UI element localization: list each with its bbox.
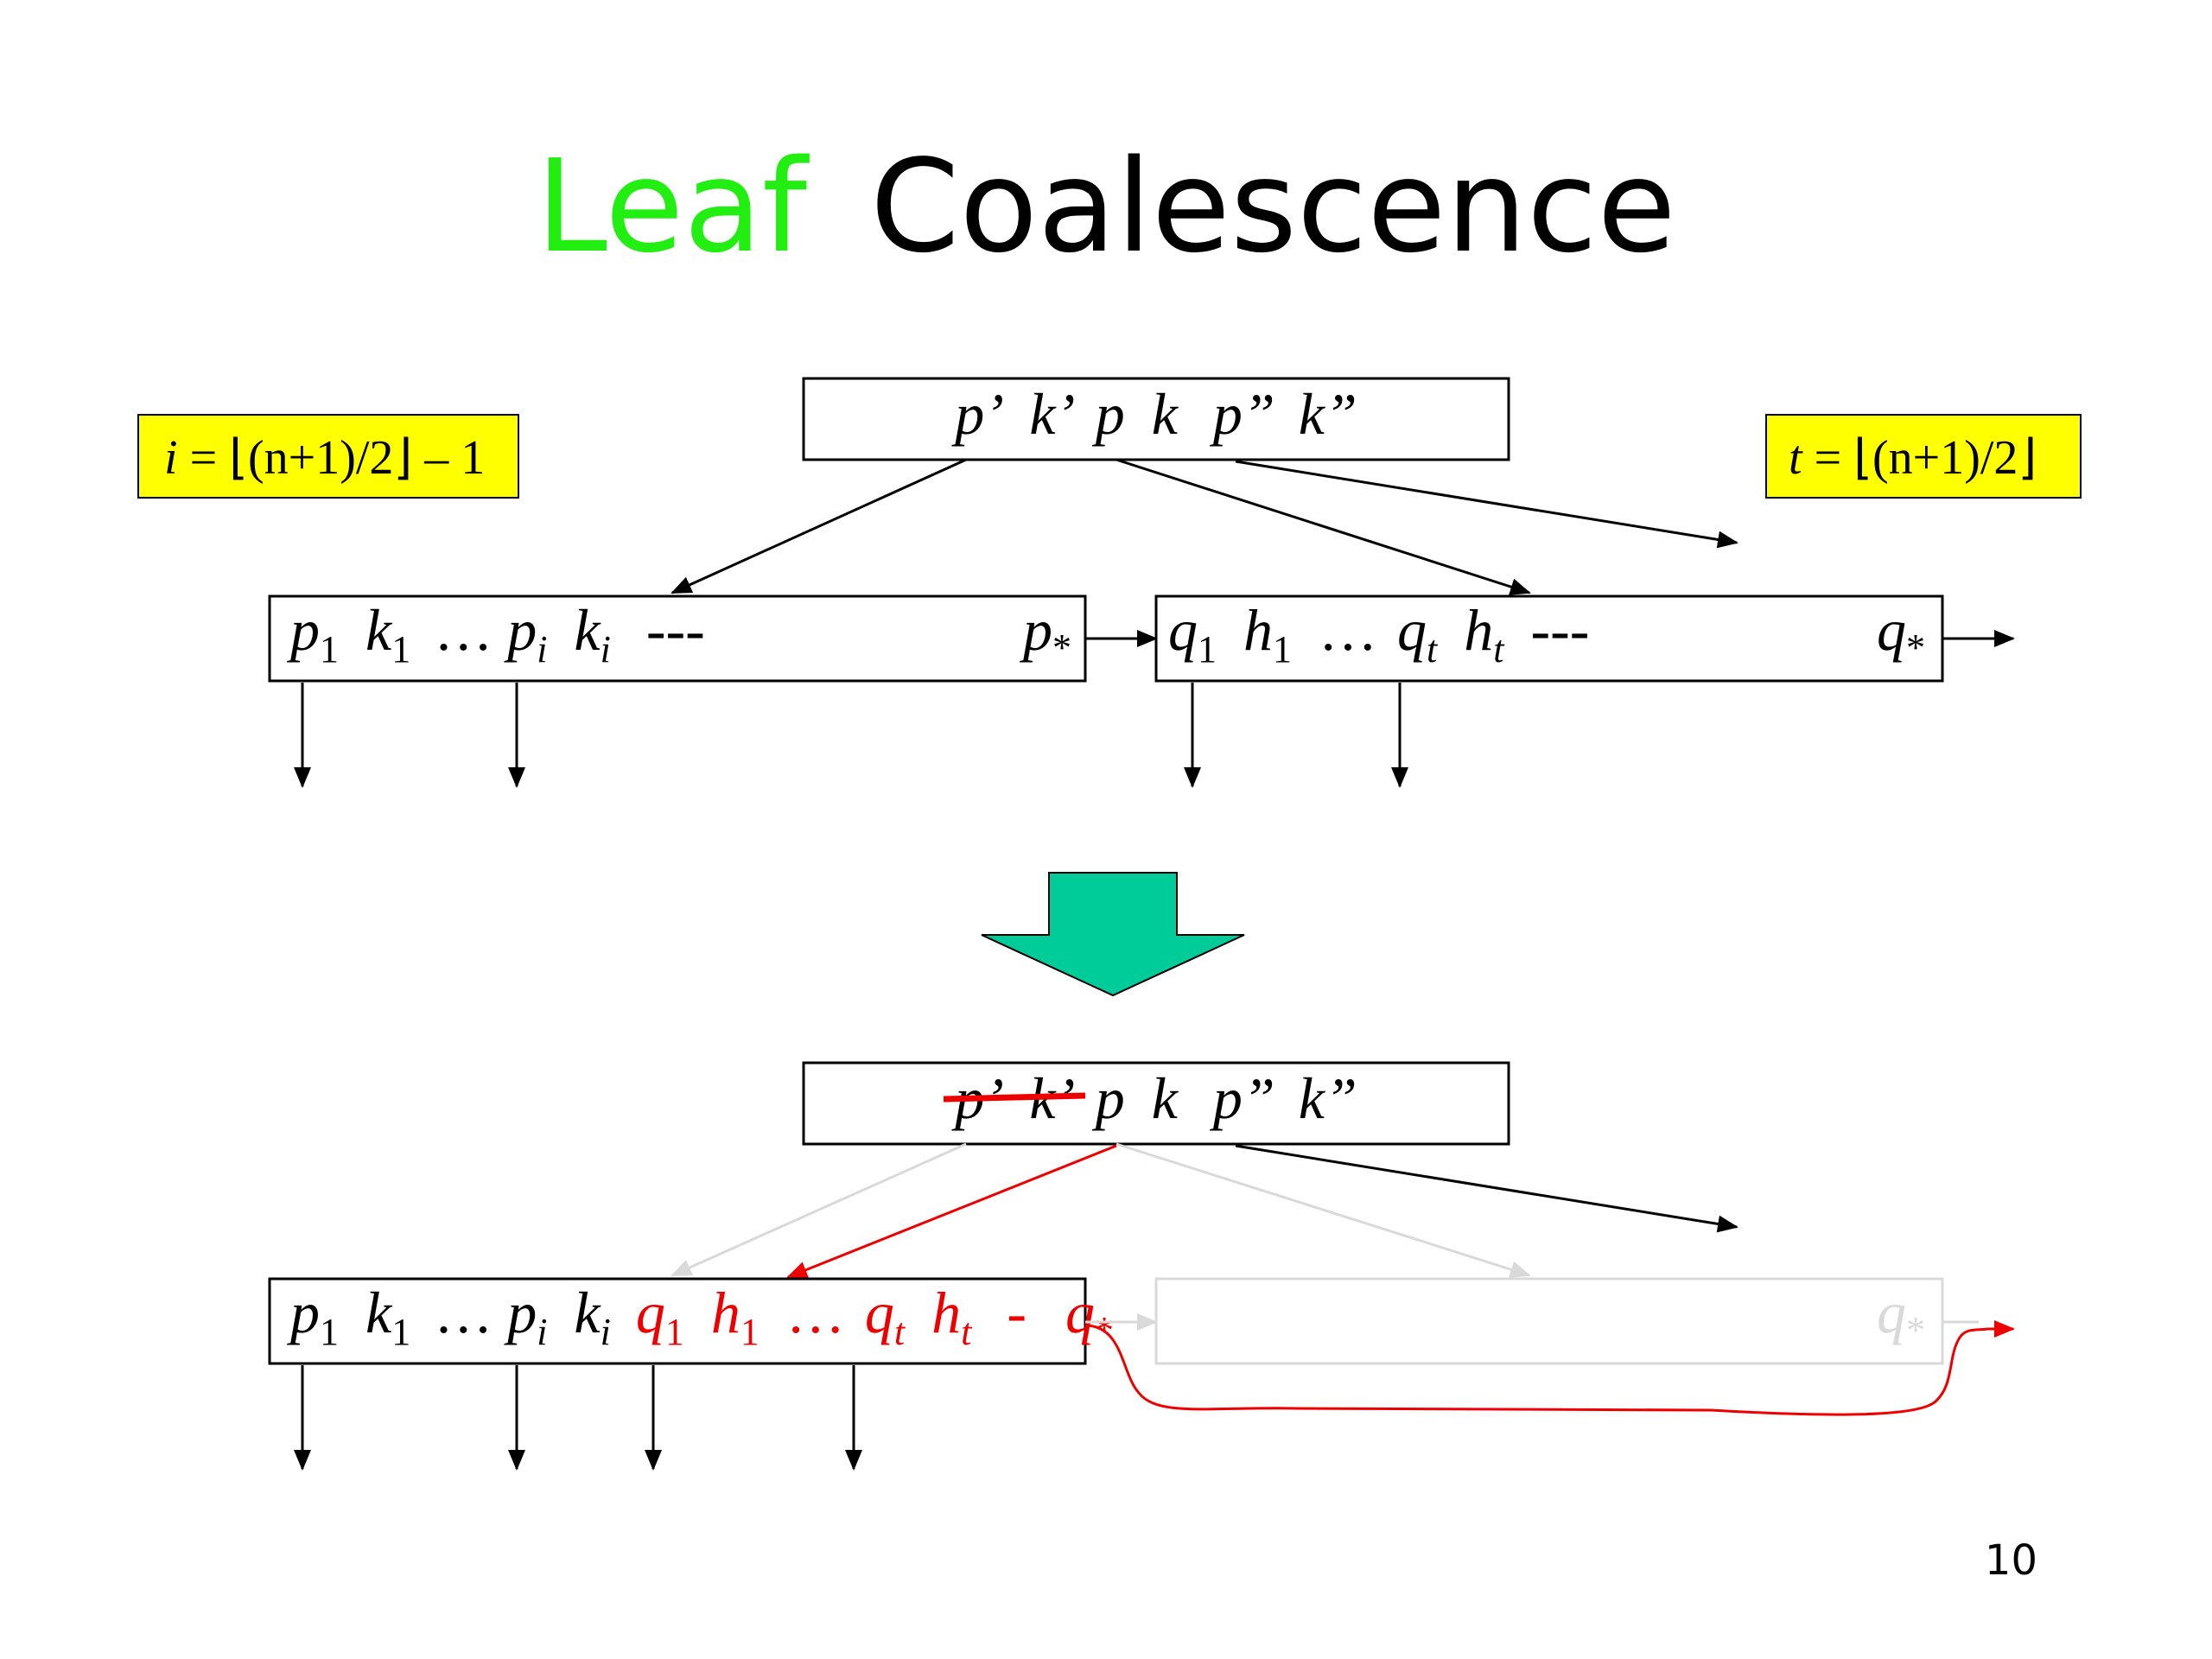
bm-k1: k bbox=[365, 1280, 393, 1345]
bottom-ghost-leaf bbox=[1154, 1277, 1944, 1365]
tr-qt-sub: t bbox=[1427, 628, 1439, 671]
tr-h1: h bbox=[1243, 597, 1273, 663]
formula-right-box: t = ⌊(n+1)/2⌋ bbox=[1765, 414, 2082, 499]
tr-qt: q bbox=[1397, 597, 1427, 663]
top-parent-p2: p” bbox=[1210, 381, 1275, 447]
tl-ki: k bbox=[574, 597, 601, 663]
bm-q1: q bbox=[636, 1280, 665, 1345]
bottom-parent-keys: p’ k’ p k p” k” bbox=[951, 1065, 1357, 1131]
bottom-ghost-leaf-qstar: q* bbox=[1877, 1280, 1925, 1351]
bottom-diagram: p’ k’ p k p” k” p1 k1 … pi ki q1 h1 … qt… bbox=[268, 1061, 2015, 1471]
top-left-leaf-keys: p1 k1 … pi ki --- bbox=[287, 597, 705, 675]
formula-right-var: t bbox=[1789, 431, 1803, 485]
top-parent-p: p bbox=[1092, 381, 1125, 447]
tl-pi: p bbox=[504, 597, 537, 663]
bm-qstar: q bbox=[1065, 1280, 1095, 1345]
tr-qstar-sub: * bbox=[1906, 626, 1925, 669]
tr-ht: h bbox=[1464, 597, 1493, 663]
bottom-red-pointer bbox=[786, 1144, 1117, 1279]
tl-ki-sub: i bbox=[601, 628, 611, 671]
tl-p1: p bbox=[287, 597, 320, 663]
bm-dash: - bbox=[1007, 1280, 1027, 1345]
bm-ellipsis: … bbox=[434, 1280, 493, 1345]
tr-dashes: --- bbox=[1530, 597, 1589, 663]
title-word-leaf: Leaf bbox=[536, 132, 810, 281]
top-parent-k2: k” bbox=[1299, 381, 1357, 447]
tr-q1-sub: 1 bbox=[1198, 628, 1217, 671]
bm-ht-sub: t bbox=[961, 1311, 973, 1353]
bottom-ghost-pointer-right bbox=[1116, 1142, 1531, 1278]
bottom-parent-k2: k” bbox=[1299, 1065, 1357, 1131]
bottom-parent-node bbox=[802, 1061, 1510, 1146]
tl-p1-sub: 1 bbox=[320, 628, 339, 671]
tl-ellipsis: … bbox=[434, 597, 493, 663]
tl-pstar-sub: * bbox=[1052, 626, 1071, 669]
bottom-pointer-to-next bbox=[1235, 1144, 1738, 1233]
formula-left: i = ⌊(n+1)/2⌋ – 1 bbox=[164, 431, 485, 485]
top-left-leaf-pstar: p* bbox=[1020, 597, 1071, 669]
bm-qt: q bbox=[865, 1280, 894, 1345]
down-arrow-icon bbox=[981, 872, 1245, 997]
top-parent-node bbox=[802, 377, 1510, 461]
formula-left-bg bbox=[137, 414, 519, 499]
bottom-parent-k: k bbox=[1152, 1065, 1179, 1131]
bm-q1-sub: 1 bbox=[665, 1311, 684, 1353]
tl-dashes: --- bbox=[646, 597, 705, 663]
top-parent-p1: p’ bbox=[951, 381, 1002, 447]
bottom-merged-leaf bbox=[268, 1277, 1087, 1365]
bm-h1-sub: 1 bbox=[741, 1311, 760, 1353]
top-pointer-to-right-leaf bbox=[1116, 458, 1531, 595]
bm-pi: p bbox=[504, 1280, 537, 1345]
bm-h1: h bbox=[711, 1280, 741, 1345]
strikethrough-mark bbox=[943, 1092, 1086, 1103]
tl-k1-sub: 1 bbox=[391, 628, 410, 671]
bg-qstar-sub: * bbox=[1906, 1309, 1925, 1351]
slide-title: Leaf Coalescence bbox=[536, 132, 1675, 281]
bm-ki: k bbox=[574, 1280, 601, 1345]
tl-k1: k bbox=[365, 597, 393, 663]
top-parent-k1: k’ bbox=[1029, 381, 1073, 447]
bottom-merged-leaf-keys: p1 k1 … pi ki q1 h1 … qt ht - q* bbox=[287, 1280, 1114, 1357]
formula-left-var: i bbox=[164, 431, 178, 485]
top-parent-k: k bbox=[1152, 381, 1179, 447]
tl-pstar: p bbox=[1020, 597, 1052, 663]
formula-left-box: i = ⌊(n+1)/2⌋ – 1 bbox=[137, 414, 519, 499]
tr-q1: q bbox=[1168, 597, 1198, 663]
bm-ellipsis-2: … bbox=[786, 1280, 845, 1345]
top-pointer-to-next bbox=[1235, 460, 1738, 549]
top-parent-keys: p’ k’ p k p” k” bbox=[951, 381, 1357, 447]
formula-right-bg bbox=[1765, 414, 2082, 499]
bg-qstar: q bbox=[1877, 1280, 1906, 1345]
formula-right: t = ⌊(n+1)/2⌋ bbox=[1789, 431, 2037, 485]
bottom-ghost-pointer-left bbox=[671, 1142, 967, 1277]
tl-pi-sub: i bbox=[537, 628, 547, 671]
bm-pi-sub: i bbox=[537, 1311, 547, 1353]
bottom-red-next-link bbox=[1086, 1320, 2015, 1416]
formula-left-expr: = ⌊(n+1)/2⌋ – 1 bbox=[190, 431, 486, 485]
top-right-leaf bbox=[1154, 594, 1944, 683]
tr-ht-sub: t bbox=[1493, 628, 1505, 671]
bm-ki-sub: i bbox=[601, 1311, 611, 1353]
top-right-leaf-qstar: q* bbox=[1877, 597, 1925, 669]
bm-p1-sub: 1 bbox=[320, 1311, 339, 1353]
top-pointer-to-left-leaf bbox=[671, 458, 967, 594]
top-right-leaf-keys: q1 h1 … qt ht --- bbox=[1168, 597, 1589, 675]
formula-right-expr: = ⌊(n+1)/2⌋ bbox=[1815, 431, 2037, 485]
tr-qstar: q bbox=[1877, 597, 1906, 663]
top-diagram: p’ k’ p k p” k” p1 k1 … pi ki --- p* q bbox=[268, 377, 2015, 788]
bm-qt-sub: t bbox=[894, 1311, 906, 1353]
title-word-coalescence: Coalescence bbox=[870, 132, 1676, 281]
tr-ellipsis: … bbox=[1319, 597, 1377, 663]
bm-k1-sub: 1 bbox=[391, 1311, 410, 1353]
tr-h1-sub: 1 bbox=[1273, 628, 1292, 671]
bottom-parent-p: p bbox=[1092, 1065, 1125, 1131]
bm-p1: p bbox=[287, 1280, 320, 1345]
page-number: 10 bbox=[1985, 1536, 2037, 1585]
bm-ht: h bbox=[931, 1280, 961, 1345]
top-left-leaf bbox=[268, 594, 1087, 683]
bottom-parent-p2: p” bbox=[1210, 1065, 1275, 1131]
